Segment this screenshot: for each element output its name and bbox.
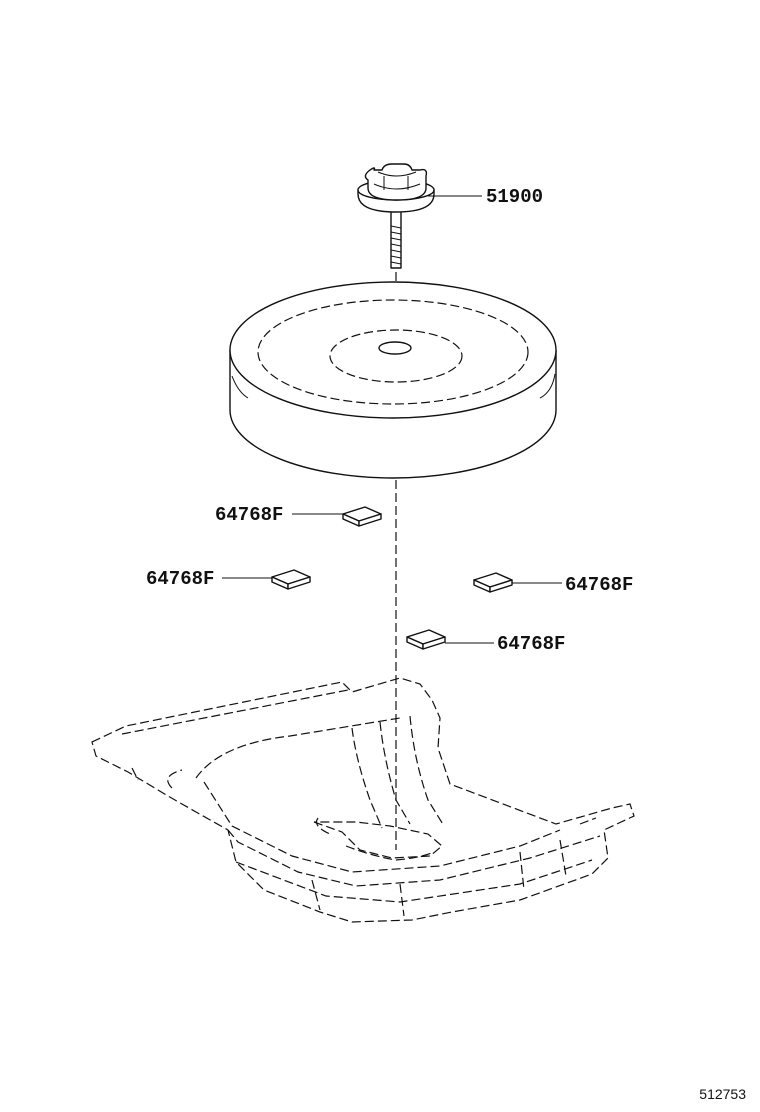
figure-number: 512753 xyxy=(699,1086,746,1102)
floor-pan-well xyxy=(91,677,635,923)
callout-wing-nut: 51900 xyxy=(486,186,543,208)
callout-pad-right: 64768F xyxy=(565,574,633,596)
leader-lines xyxy=(222,195,562,644)
callout-pad-lower: 64768F xyxy=(497,633,565,655)
wing-nut-bolt xyxy=(357,163,435,269)
pad-right xyxy=(473,572,513,593)
spare-tire xyxy=(229,281,557,479)
callout-pad-upper: 64768F xyxy=(215,504,283,526)
pad-lower xyxy=(406,629,446,650)
pad-left xyxy=(271,569,311,590)
callout-pad-left: 64768F xyxy=(146,568,214,590)
pad-upper xyxy=(342,506,382,527)
